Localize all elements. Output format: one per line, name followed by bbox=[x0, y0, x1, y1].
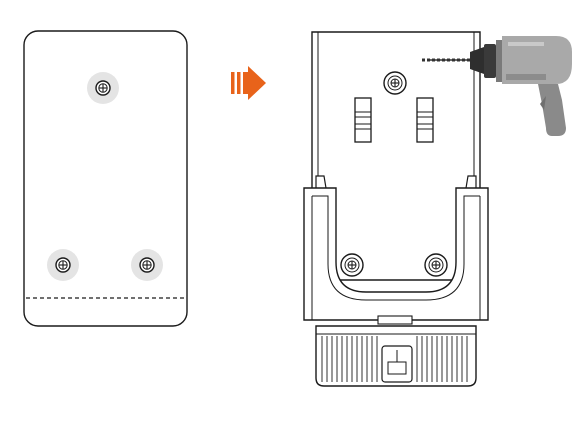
bracket-tab bbox=[377, 315, 413, 325]
bracket-slot-right bbox=[416, 97, 434, 143]
screw-icon bbox=[340, 253, 364, 277]
arrow-right-icon bbox=[231, 66, 266, 100]
screw-icon bbox=[131, 249, 163, 281]
screw-icon bbox=[424, 253, 448, 277]
bracket-slot-left bbox=[354, 97, 372, 143]
device-body bbox=[303, 187, 489, 321]
wall-plate-template bbox=[23, 30, 188, 327]
screw-icon bbox=[383, 71, 407, 95]
bracket-back-plate bbox=[311, 31, 481, 281]
screw-icon bbox=[87, 72, 119, 104]
drill-handle bbox=[538, 84, 566, 136]
drill-icon bbox=[422, 36, 572, 136]
device-ribbed-base bbox=[315, 325, 477, 387]
drill-body bbox=[502, 36, 572, 84]
screw-icon bbox=[47, 249, 79, 281]
mounted-bracket bbox=[303, 31, 489, 387]
